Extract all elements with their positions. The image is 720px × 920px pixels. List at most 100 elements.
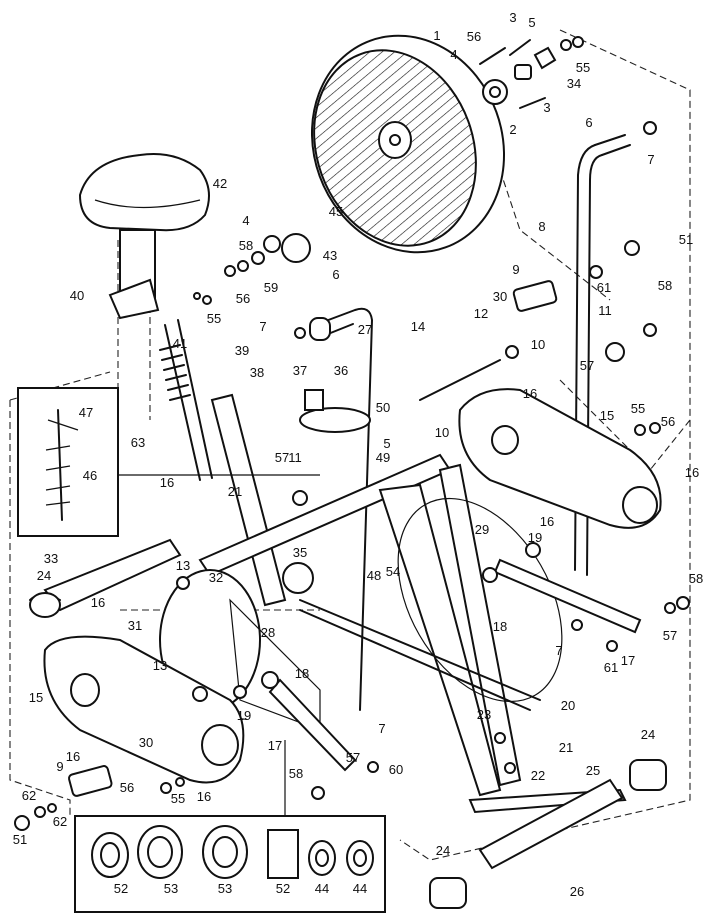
part-number-label: 14 [411,319,425,334]
part-number-label: 59 [264,280,278,295]
part-number-label: 36 [334,363,348,378]
part-number-label: 35 [293,545,307,560]
part-number-label: 17 [621,653,635,668]
part-number-label: 57 [275,450,289,465]
pedal-right [512,280,558,312]
part-number-label: 16 [685,465,699,480]
part-number-label: 55 [631,401,645,416]
part-number-label: 46 [83,468,97,483]
part-number-label: 9 [56,759,63,774]
part-number-label: 23 [477,707,491,722]
part-number-label: 25 [586,763,600,778]
tension-knob [304,389,324,411]
part-number-label: 20 [561,698,575,713]
part-number-label: 63 [131,435,145,450]
part-number-label: 13 [176,558,190,573]
part-number-label: 34 [567,76,581,91]
part-number-label: 8 [538,219,545,234]
flywheel [310,34,506,254]
part-number-label: 58 [658,278,672,293]
bushing-set [91,825,374,879]
part-number-label: 55 [171,791,185,806]
part-number-label: 4 [242,213,249,228]
part-number-label: 6 [332,267,339,282]
part-number-label: 56 [467,29,481,44]
part-number-label: 43 [323,248,337,263]
main-frame [198,453,627,814]
part-number-label: 49 [376,450,390,465]
inset-spring [57,409,63,521]
part-number-label: 12 [474,306,488,321]
part-number-label: 18 [493,619,507,634]
part-number-label: 55 [576,60,590,75]
part-number-label: 39 [235,343,249,358]
part-number-label: 57 [580,358,594,373]
part-number-label: 28 [261,625,275,640]
part-number-label: 51 [679,232,693,247]
tension-knob-disc [299,407,371,433]
part-number-label: 45 [329,204,343,219]
part-number-label: 61 [604,660,618,675]
pedal-left [67,765,113,797]
fasteners [14,121,690,831]
part-number-label: 13 [153,658,167,673]
part-number-label: 24 [37,568,51,583]
part-number-label: 62 [53,814,67,829]
part-number-label: 60 [389,762,403,777]
part-number-label: 16 [197,789,211,804]
part-number-label: 7 [555,643,562,658]
hidden-line-set [117,169,651,721]
part-number-label: 24 [641,727,655,742]
part-number-label: 38 [250,365,264,380]
part-number-label: 44 [353,881,367,896]
front-stabilizer [429,759,667,909]
part-number-label: 56 [661,414,675,429]
part-number-label: 19 [237,708,251,723]
flywheel-hub-parts [479,36,584,109]
part-number-label: 3 [543,100,550,115]
part-number-label: 61 [597,280,611,295]
crank-arm-left [43,538,182,612]
pedal-shaft [419,359,501,401]
part-number-label: 54 [386,564,400,579]
seat-post [159,319,213,481]
part-number-label: 30 [493,289,507,304]
part-number-label: 10 [531,337,545,352]
part-number-label: 57 [346,750,360,765]
part-number-label: 44 [315,881,329,896]
part-number-label: 57 [663,628,677,643]
part-number-label: 16 [66,749,80,764]
part-number-callouts: 1233445566777789910101111121313141515161… [13,10,703,899]
part-number-label: 30 [139,735,153,750]
part-number-label: 48 [367,568,381,583]
part-number-label: 21 [228,484,242,499]
part-number-label: 56 [120,780,134,795]
part-number-label: 42 [213,176,227,191]
seat-tube [210,393,287,607]
crank-arm-lower [268,678,357,772]
chain-guard-right [458,388,662,529]
part-number-label: 7 [378,721,385,736]
part-number-label: 10 [435,425,449,440]
part-number-label: 7 [259,319,266,334]
part-number-label: 33 [44,551,58,566]
part-number-label: 31 [128,618,142,633]
part-number-label: 19 [528,530,542,545]
part-number-label: 11 [288,450,302,465]
part-number-label: 21 [559,740,573,755]
part-number-label: 55 [207,311,221,326]
part-number-label: 15 [600,408,614,423]
part-number-label: 2 [509,122,516,137]
seat-bracket [108,278,160,320]
part-number-label: 29 [475,522,489,537]
part-number-label: 50 [376,400,390,415]
part-number-label: 11 [598,303,612,318]
part-number-label: 18 [295,666,309,681]
part-number-label: 16 [523,386,537,401]
part-number-label: 16 [91,595,105,610]
part-number-label: 7 [647,152,654,167]
handlebar-right [574,134,631,576]
inset-spring-detail [17,387,119,537]
part-number-label: 16 [160,475,174,490]
